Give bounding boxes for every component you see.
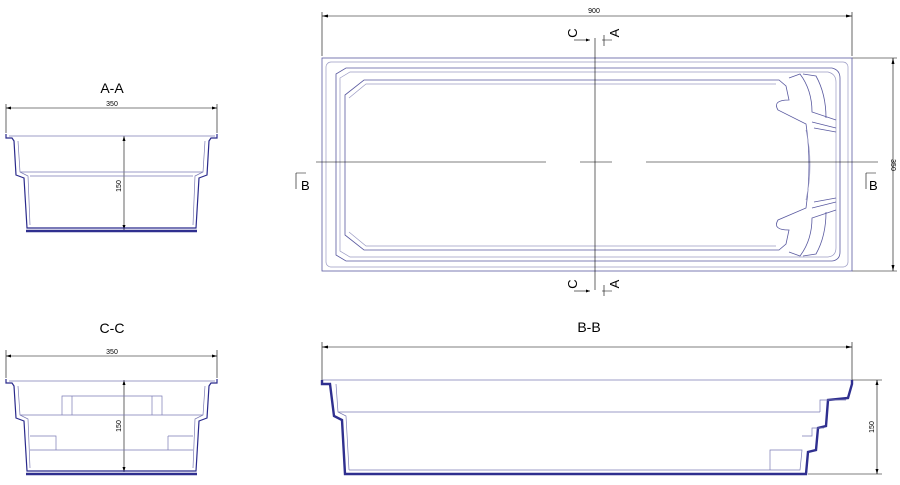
section-cc-outer-wall	[5, 379, 218, 472]
plan-pool-basin	[344, 79, 810, 251]
section-cc-inner-wall	[17, 385, 206, 469]
plan-marker-a-bottom: A	[607, 279, 622, 288]
plan-marker-a-top: A	[607, 28, 622, 37]
section-cc-bench	[20, 395, 203, 416]
section-bb-title: B-B	[577, 319, 600, 335]
plan-coping	[335, 67, 841, 262]
section-aa-depth-label: 150	[116, 180, 123, 192]
plan-bench-curve	[805, 129, 811, 201]
plan-marker-b-right-arrow	[865, 172, 876, 189]
plan-marker-c-top: C	[565, 28, 580, 37]
section-aa-inner-wall	[17, 140, 206, 226]
plan-marker-b-left-arrow	[295, 172, 306, 189]
section-aa-outer-wall	[5, 134, 218, 229]
plan-step-top-2	[802, 73, 827, 119]
plan-step-top-3	[811, 121, 837, 133]
section-cc: C-C 350 150	[5, 320, 218, 476]
plan-length-label: 900	[588, 8, 600, 15]
plan-outer-edge	[321, 57, 853, 272]
section-cc-depth-label: 150	[116, 420, 123, 432]
section-cc-steps	[30, 435, 193, 451]
plan-marker-c-bottom: C	[565, 279, 580, 288]
plan-coping-inner	[339, 71, 837, 258]
plan-marker-b-left: B	[301, 178, 310, 193]
section-bb-steps	[349, 427, 824, 471]
plan-marker-b-right: B	[869, 178, 878, 193]
section-bb-outer-wall	[320, 380, 854, 476]
plan-marker-c-top-arrowhead	[586, 38, 590, 42]
plan-step-bottom-2	[802, 211, 827, 257]
plan-marker-c-bottom-arrowhead	[586, 289, 590, 293]
plan-view: 900 350 B B C A	[295, 8, 897, 296]
section-cc-width-label: 350	[106, 349, 118, 356]
section-bb-depth-label: 150	[869, 421, 876, 433]
plan-rim-edge	[325, 61, 849, 268]
section-aa-step-line	[20, 171, 203, 177]
section-bb: B-B 150	[320, 319, 882, 476]
plan-width-label: 350	[889, 159, 896, 171]
plan-step-top-1	[788, 73, 837, 121]
section-cc-title: C-C	[100, 320, 125, 336]
section-bb-bench	[819, 399, 846, 412]
section-aa-title: A-A	[100, 80, 124, 96]
plan-step-bottom-3	[811, 197, 837, 209]
section-aa: A-A 350 150	[5, 80, 218, 233]
section-aa-width-label: 350	[106, 101, 118, 108]
plan-marker-a-bottom-arrow	[602, 285, 612, 296]
plan-step-bottom-1	[788, 209, 837, 257]
plan-basin-inner	[348, 83, 776, 247]
section-bb-inner-wall	[335, 383, 820, 471]
plan-marker-a-top-arrow	[602, 35, 612, 46]
